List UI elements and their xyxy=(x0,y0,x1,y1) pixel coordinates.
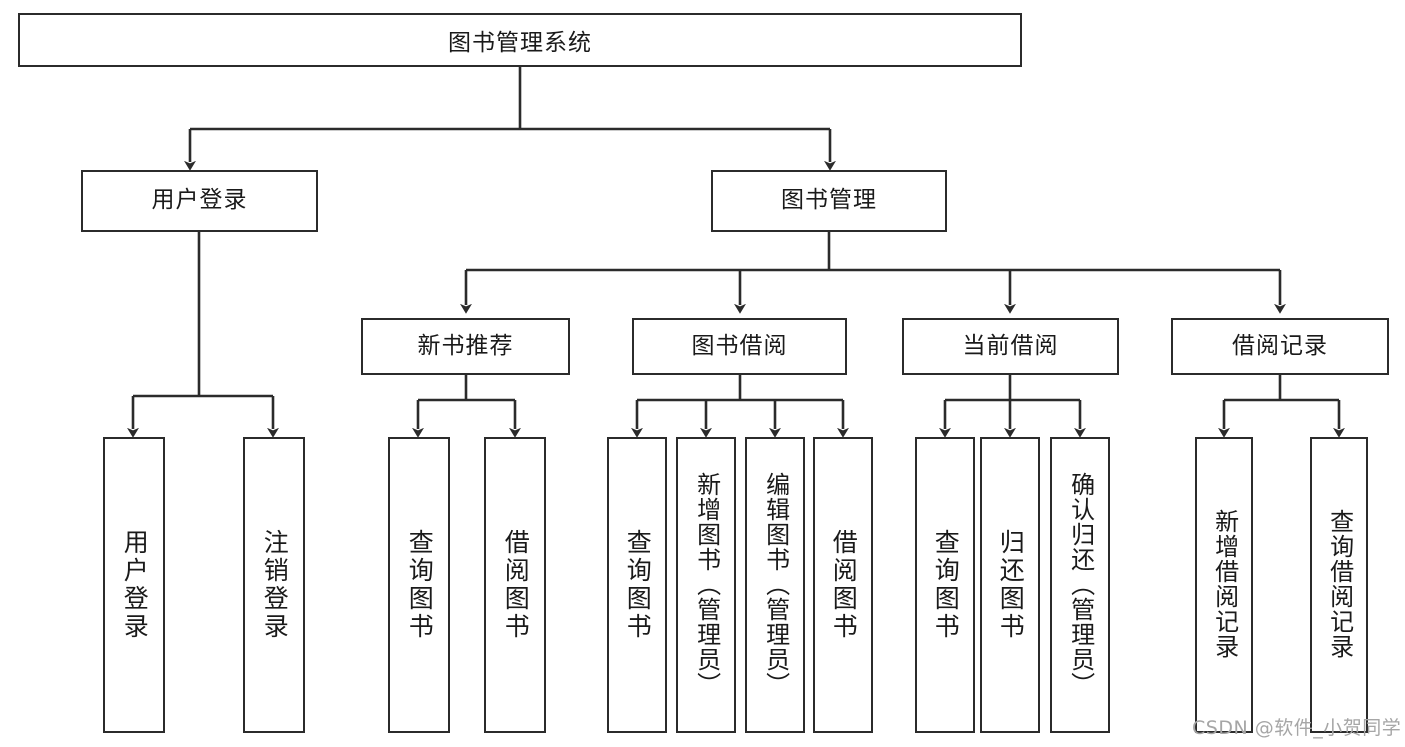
node-label: 新增借阅记录 xyxy=(1210,509,1239,659)
node-book-management[interactable]: 图书管理 xyxy=(711,170,947,232)
node-new-book-recommend[interactable]: 新书推荐 xyxy=(361,318,570,375)
node-label: 用户登录 xyxy=(120,529,150,641)
leaf-logout-login[interactable]: 注销登录 xyxy=(243,437,305,733)
node-user-login[interactable]: 用户登录 xyxy=(81,170,318,232)
node-label: 图书借阅 xyxy=(691,332,788,359)
node-current-borrow[interactable]: 当前借阅 xyxy=(902,318,1119,375)
csdn-watermark: CSDN @软件_小贺同学 xyxy=(1192,717,1402,739)
node-label: 借阅记录 xyxy=(1232,332,1328,359)
node-label: 借阅图书 xyxy=(501,529,531,641)
leaf-borrow-book-recommend[interactable]: 借阅图书 xyxy=(484,437,546,733)
leaf-add-borrow-record[interactable]: 新增借阅记录 xyxy=(1195,437,1253,733)
node-label: 查询借阅记录 xyxy=(1325,509,1354,659)
node-book-borrow[interactable]: 图书借阅 xyxy=(632,318,847,375)
node-label: 查询图书 xyxy=(405,529,435,641)
node-label: 新增图书（管理员） xyxy=(692,471,721,697)
leaf-edit-book-admin[interactable]: 编辑图书（管理员） xyxy=(745,437,805,733)
node-label: 当前借阅 xyxy=(962,332,1059,359)
node-label: 确认归还（管理员） xyxy=(1066,471,1095,697)
leaf-confirm-return-admin[interactable]: 确认归还（管理员） xyxy=(1050,437,1110,733)
leaf-return-book[interactable]: 归还图书 xyxy=(980,437,1040,733)
node-label: 图书管理 xyxy=(781,187,877,214)
node-label: 用户登录 xyxy=(151,187,248,214)
leaf-borrow-book-borrow[interactable]: 借阅图书 xyxy=(813,437,873,733)
node-label: 编辑图书（管理员） xyxy=(761,471,790,697)
node-label: 注销登录 xyxy=(260,529,290,641)
leaf-add-book-admin[interactable]: 新增图书（管理员） xyxy=(676,437,736,733)
node-label: 借阅图书 xyxy=(829,529,859,641)
node-label: 图书管理系统 xyxy=(448,30,592,56)
node-label: 查询图书 xyxy=(623,529,653,641)
node-root-book-management-system[interactable]: 图书管理系统 xyxy=(18,13,1022,67)
node-label: 查询图书 xyxy=(931,529,961,641)
leaf-query-book-current[interactable]: 查询图书 xyxy=(915,437,975,733)
leaf-query-borrow-record[interactable]: 查询借阅记录 xyxy=(1310,437,1368,733)
node-label: 新书推荐 xyxy=(417,332,514,359)
node-borrow-record[interactable]: 借阅记录 xyxy=(1171,318,1389,375)
leaf-query-book-borrow[interactable]: 查询图书 xyxy=(607,437,667,733)
node-label: 归还图书 xyxy=(996,529,1026,641)
leaf-query-book-recommend[interactable]: 查询图书 xyxy=(388,437,450,733)
leaf-user-login[interactable]: 用户登录 xyxy=(103,437,165,733)
